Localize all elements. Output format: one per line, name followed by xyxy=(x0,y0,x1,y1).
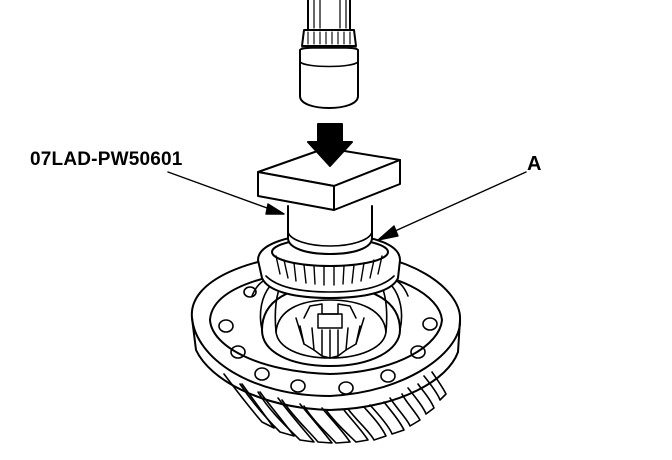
flange-bolt-holes xyxy=(218,286,438,395)
press-tip-band xyxy=(299,61,359,68)
leader-a xyxy=(383,171,527,237)
installer-cylinder xyxy=(287,205,373,255)
press-shaft-texture xyxy=(313,0,347,29)
leader-tool-arrowhead xyxy=(265,203,285,215)
installer-tool xyxy=(257,147,401,255)
press-tip xyxy=(299,46,359,109)
press-collar xyxy=(301,29,357,47)
callout-part-a: A xyxy=(527,153,542,175)
bearing-rollers xyxy=(275,255,383,286)
leader-a-arrowhead xyxy=(377,225,399,241)
press-collar-knurl xyxy=(307,31,351,45)
differential-assembly xyxy=(190,250,462,444)
press-arrow xyxy=(307,123,353,167)
callout-tool-number: 07LAD-PW50601 xyxy=(30,149,183,170)
bearing-lower-rim xyxy=(265,275,395,293)
installer-cylinder-rim xyxy=(287,231,373,247)
ring-gear-teeth xyxy=(223,371,447,444)
press-ram xyxy=(299,0,359,109)
leader-lines xyxy=(167,171,527,241)
pinion-gear xyxy=(295,303,365,359)
installer-pad-side-right xyxy=(333,159,401,211)
leader-tool xyxy=(167,171,279,213)
ring-gear-band xyxy=(191,317,461,411)
